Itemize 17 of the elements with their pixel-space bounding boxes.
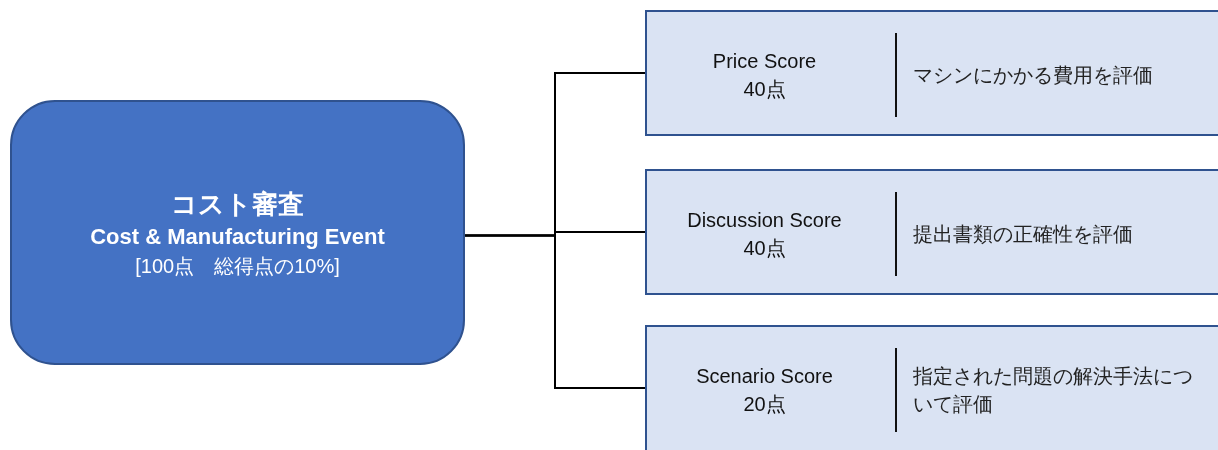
score-box <box>645 169 1218 295</box>
score-points: 20点 <box>743 392 786 417</box>
box-subtitle: Cost & Manufacturing Event <box>90 222 385 251</box>
description-text: 提出書類の正確性を評価 <box>913 222 1133 247</box>
connector-line <box>464 234 646 389</box>
box-title: コスト審査 <box>171 187 304 221</box>
score-name: Price Score <box>712 49 817 74</box>
score-box <box>645 325 1218 450</box>
description-text: マシンにかかる費用を評価 <box>913 63 1153 88</box>
score-points: 40点 <box>743 77 786 102</box>
category-box <box>10 100 465 365</box>
score-points: 40点 <box>743 236 786 261</box>
description-text: 指定された問題の解決手法について評価 <box>913 364 1193 417</box>
score-note: [100点 総得点の10%] <box>135 253 340 279</box>
score-name: Scenario Score <box>696 364 833 389</box>
score-name: Discussion Score <box>687 208 842 233</box>
score-box <box>645 10 1218 136</box>
